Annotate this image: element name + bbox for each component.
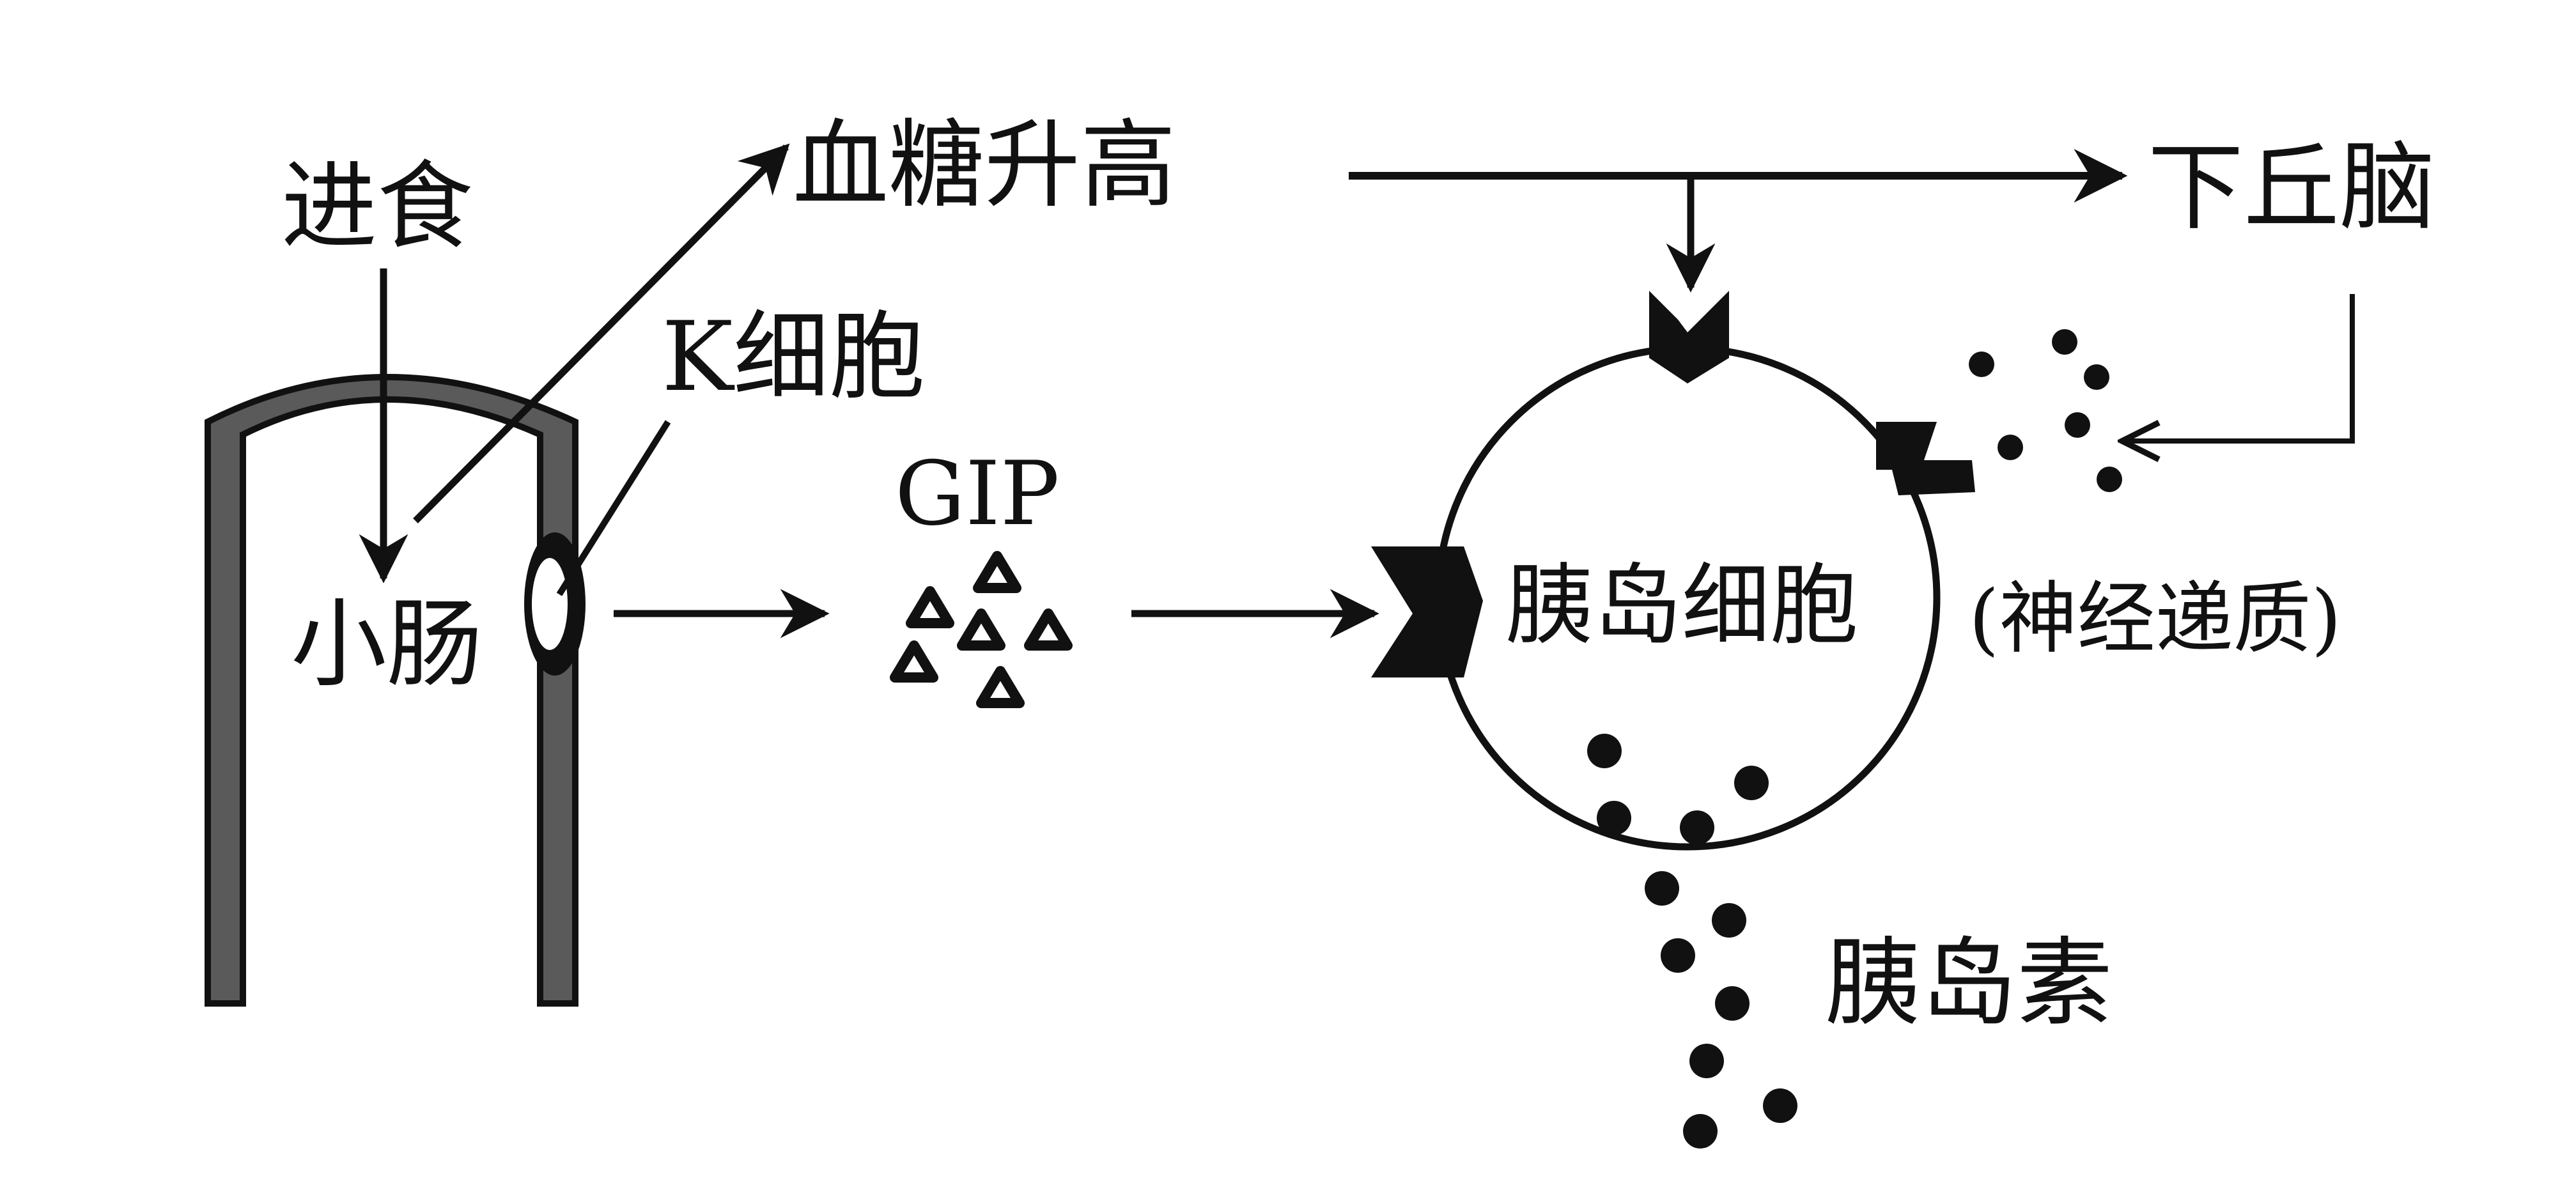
neurotransmitter-dot: [1998, 435, 2023, 460]
gip-triangle: [957, 608, 1005, 651]
blood-glucose-rise-label: 血糖升高: [793, 110, 1176, 221]
insulin-dot: [1683, 1114, 1718, 1149]
insulin-dot: [1597, 801, 1631, 835]
gip-molecules: [890, 551, 1073, 708]
neurotransmitter-dot: [1969, 352, 1994, 377]
gip-label: GIP: [895, 442, 1060, 545]
k-cell-shape: [524, 532, 586, 676]
neurotransmitter-label: (神经递质): [1969, 573, 2341, 664]
hypothalamus-label: 下丘脑: [2148, 132, 2435, 244]
gip-receptor: [1371, 546, 1483, 677]
small-intestine-label: 小肠: [291, 589, 483, 700]
gip-triangle: [976, 666, 1025, 708]
insulin-dot: [1712, 903, 1746, 938]
neurotransmitter-dot: [2084, 364, 2109, 390]
k-cell-pointer-line: [556, 420, 671, 596]
gip-triangle: [973, 551, 1021, 593]
glucose-receptor: [1649, 291, 1729, 383]
neurotransmitter-dot: [2052, 329, 2077, 355]
insulin-dot: [1763, 1088, 1797, 1123]
hypothalamus-to-islet-arrow: [2122, 294, 2355, 441]
insulin-dot: [1661, 938, 1695, 973]
gip-triangle: [890, 640, 938, 683]
gip-triangle: [1024, 608, 1073, 651]
intestine-to-glucose-arrow: [413, 143, 790, 523]
eating-label: 进食: [281, 151, 473, 263]
neurotransmitter-receptor: [1876, 422, 1975, 495]
small-intestine-tube: [205, 374, 578, 1007]
neurotransmitter-dot: [2065, 412, 2090, 438]
insulin-dots: [1587, 734, 1797, 1149]
islet-cell: [1371, 291, 1975, 851]
insulin-label: 胰岛素: [1825, 928, 2113, 1039]
neurotransmitter-dot: [2097, 467, 2122, 492]
k-cell-label: K细胞: [662, 302, 925, 413]
neurotransmitter-dots: [1969, 329, 2122, 492]
insulin-dot: [1645, 871, 1679, 906]
insulin-dot: [1734, 766, 1769, 800]
gip-triangle: [906, 586, 954, 628]
insulin-dot: [1689, 1044, 1724, 1078]
insulin-dot: [1680, 810, 1714, 845]
islet-cell-label: 胰岛细胞: [1505, 554, 1858, 657]
insulin-dot: [1587, 734, 1622, 768]
insulin-dot: [1715, 986, 1750, 1021]
